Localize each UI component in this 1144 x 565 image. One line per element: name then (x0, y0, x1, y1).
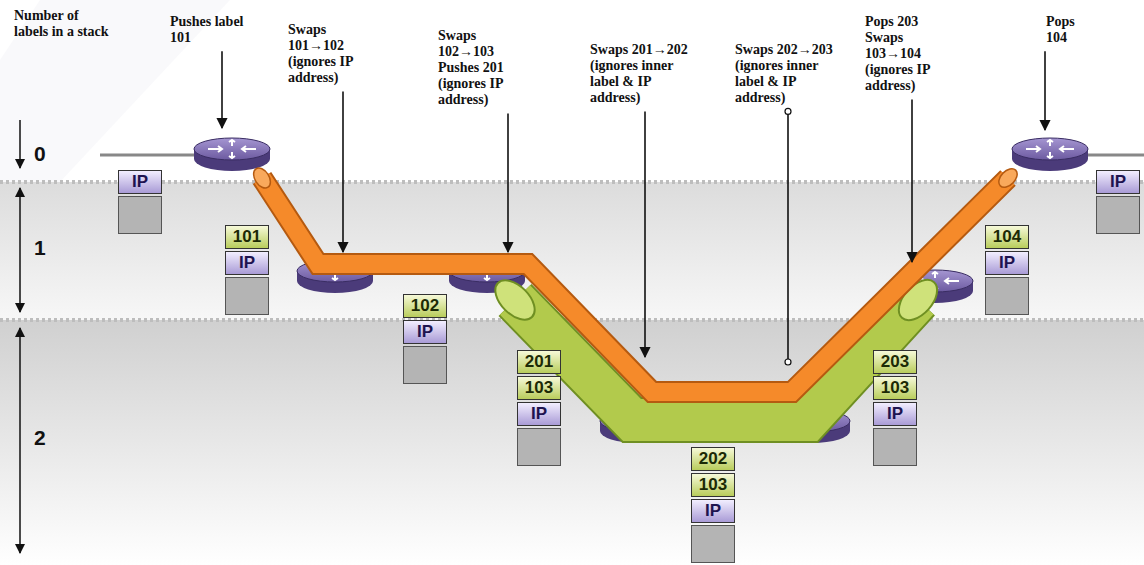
leader-arrow (911, 99, 913, 262)
mpls-label: 201 (525, 352, 553, 372)
router-action-note: Pops 203 Swaps 103→104 (ignores IP addre… (865, 14, 953, 94)
leader-arrow (1044, 51, 1046, 130)
ip-header-cell: IP (985, 251, 1029, 275)
outer-tunnel-edge (262, 178, 1008, 392)
payload-block (517, 428, 561, 466)
ip-header: IP (887, 404, 903, 424)
stack-depth-number: 0 (34, 142, 64, 166)
leader-dot (785, 359, 791, 365)
axis-arrow (19, 188, 21, 312)
mpls-label-cell: 104 (985, 225, 1029, 249)
level-0-band (0, 0, 1144, 182)
ip-header: IP (132, 172, 148, 192)
payload-block (985, 277, 1029, 315)
axis-arrow (19, 328, 21, 553)
stack-depth-number: 1 (34, 236, 64, 260)
outer-tunnel (262, 178, 1008, 392)
leader-arrow (342, 91, 344, 252)
payload-block (873, 428, 917, 466)
packet-stack: 102IP (403, 294, 447, 384)
mpls-label-cell: 202 (691, 447, 735, 471)
leader-arrow (221, 51, 223, 128)
access-link (100, 154, 200, 157)
mpls-label: 102 (411, 296, 439, 316)
leader-arrow (787, 111, 789, 362)
payload-block (1096, 196, 1140, 234)
mpls-label: 104 (993, 227, 1021, 247)
ip-header-cell: IP (225, 251, 269, 275)
packet-stack: 104IP (985, 225, 1029, 315)
ip-header: IP (531, 404, 547, 424)
ip-header: IP (705, 501, 721, 521)
mpls-label-cell: 102 (403, 294, 447, 318)
ip-header-cell: IP (403, 320, 447, 344)
ip-header-cell: IP (118, 170, 162, 194)
packet-stack: IP (1096, 170, 1140, 234)
payload-block (403, 346, 447, 384)
payload-block (691, 525, 735, 563)
tunnel-opening (250, 165, 274, 191)
router-action-note: Swaps 202→203 (ignores inner label & IP … (735, 42, 833, 106)
mpls-label-cell: 103 (873, 376, 917, 400)
access-link (1085, 154, 1144, 157)
leader-arrow (507, 113, 509, 252)
router-action-note: Pushes label 101 (170, 14, 265, 46)
ip-header: IP (417, 322, 433, 342)
router-action-note: Swaps 201→202 (ignores inner label & IP … (590, 42, 688, 106)
leader-dot (785, 108, 791, 114)
mpls-label-cell: 103 (691, 473, 735, 497)
ip-header-cell: IP (517, 402, 561, 426)
mpls-label-cell: 203 (873, 350, 917, 374)
packet-stack: 201 103IP (517, 350, 561, 466)
leader-arrow (644, 111, 646, 357)
ip-header-cell: IP (691, 499, 735, 523)
ip-header-cell: IP (873, 402, 917, 426)
mpls-label-cell: 201 (517, 350, 561, 374)
packet-stack: 101IP (225, 225, 269, 315)
mpls-label-cell: 101 (225, 225, 269, 249)
axis-arrow (19, 120, 21, 168)
mpls-label: 202 (699, 449, 727, 469)
mpls-label: 101 (233, 227, 261, 247)
stack-depth-number: 2 (34, 426, 64, 450)
payload-block (225, 277, 269, 315)
router-action-note: Swaps 102→103 Pushes 201 (ignores IP add… (438, 28, 520, 108)
tunnel-opening (995, 165, 1020, 191)
mpls-label: 103 (525, 378, 553, 398)
mpls-label: 203 (881, 352, 909, 372)
mpls-label-cell: 103 (517, 376, 561, 400)
router-action-note: Swaps 101→102 (ignores IP address) (288, 22, 363, 86)
router-action-note: Pops 104 (1046, 14, 1088, 46)
router-action-note: Number of labels in a stack (14, 8, 114, 40)
mpls-label: 103 (699, 475, 727, 495)
ip-header: IP (999, 253, 1015, 273)
payload-block (118, 196, 162, 234)
ip-header-cell: IP (1096, 170, 1140, 194)
ip-header: IP (239, 253, 255, 273)
packet-stack: 202 103IP (691, 447, 735, 563)
ip-header: IP (1110, 172, 1126, 192)
level-divider (0, 180, 1144, 184)
router-icon (194, 138, 270, 171)
packet-stack: IP (118, 170, 162, 234)
packet-stack: 203 103IP (873, 350, 917, 466)
router-icon (1012, 138, 1088, 171)
mpls-label: 103 (881, 378, 909, 398)
